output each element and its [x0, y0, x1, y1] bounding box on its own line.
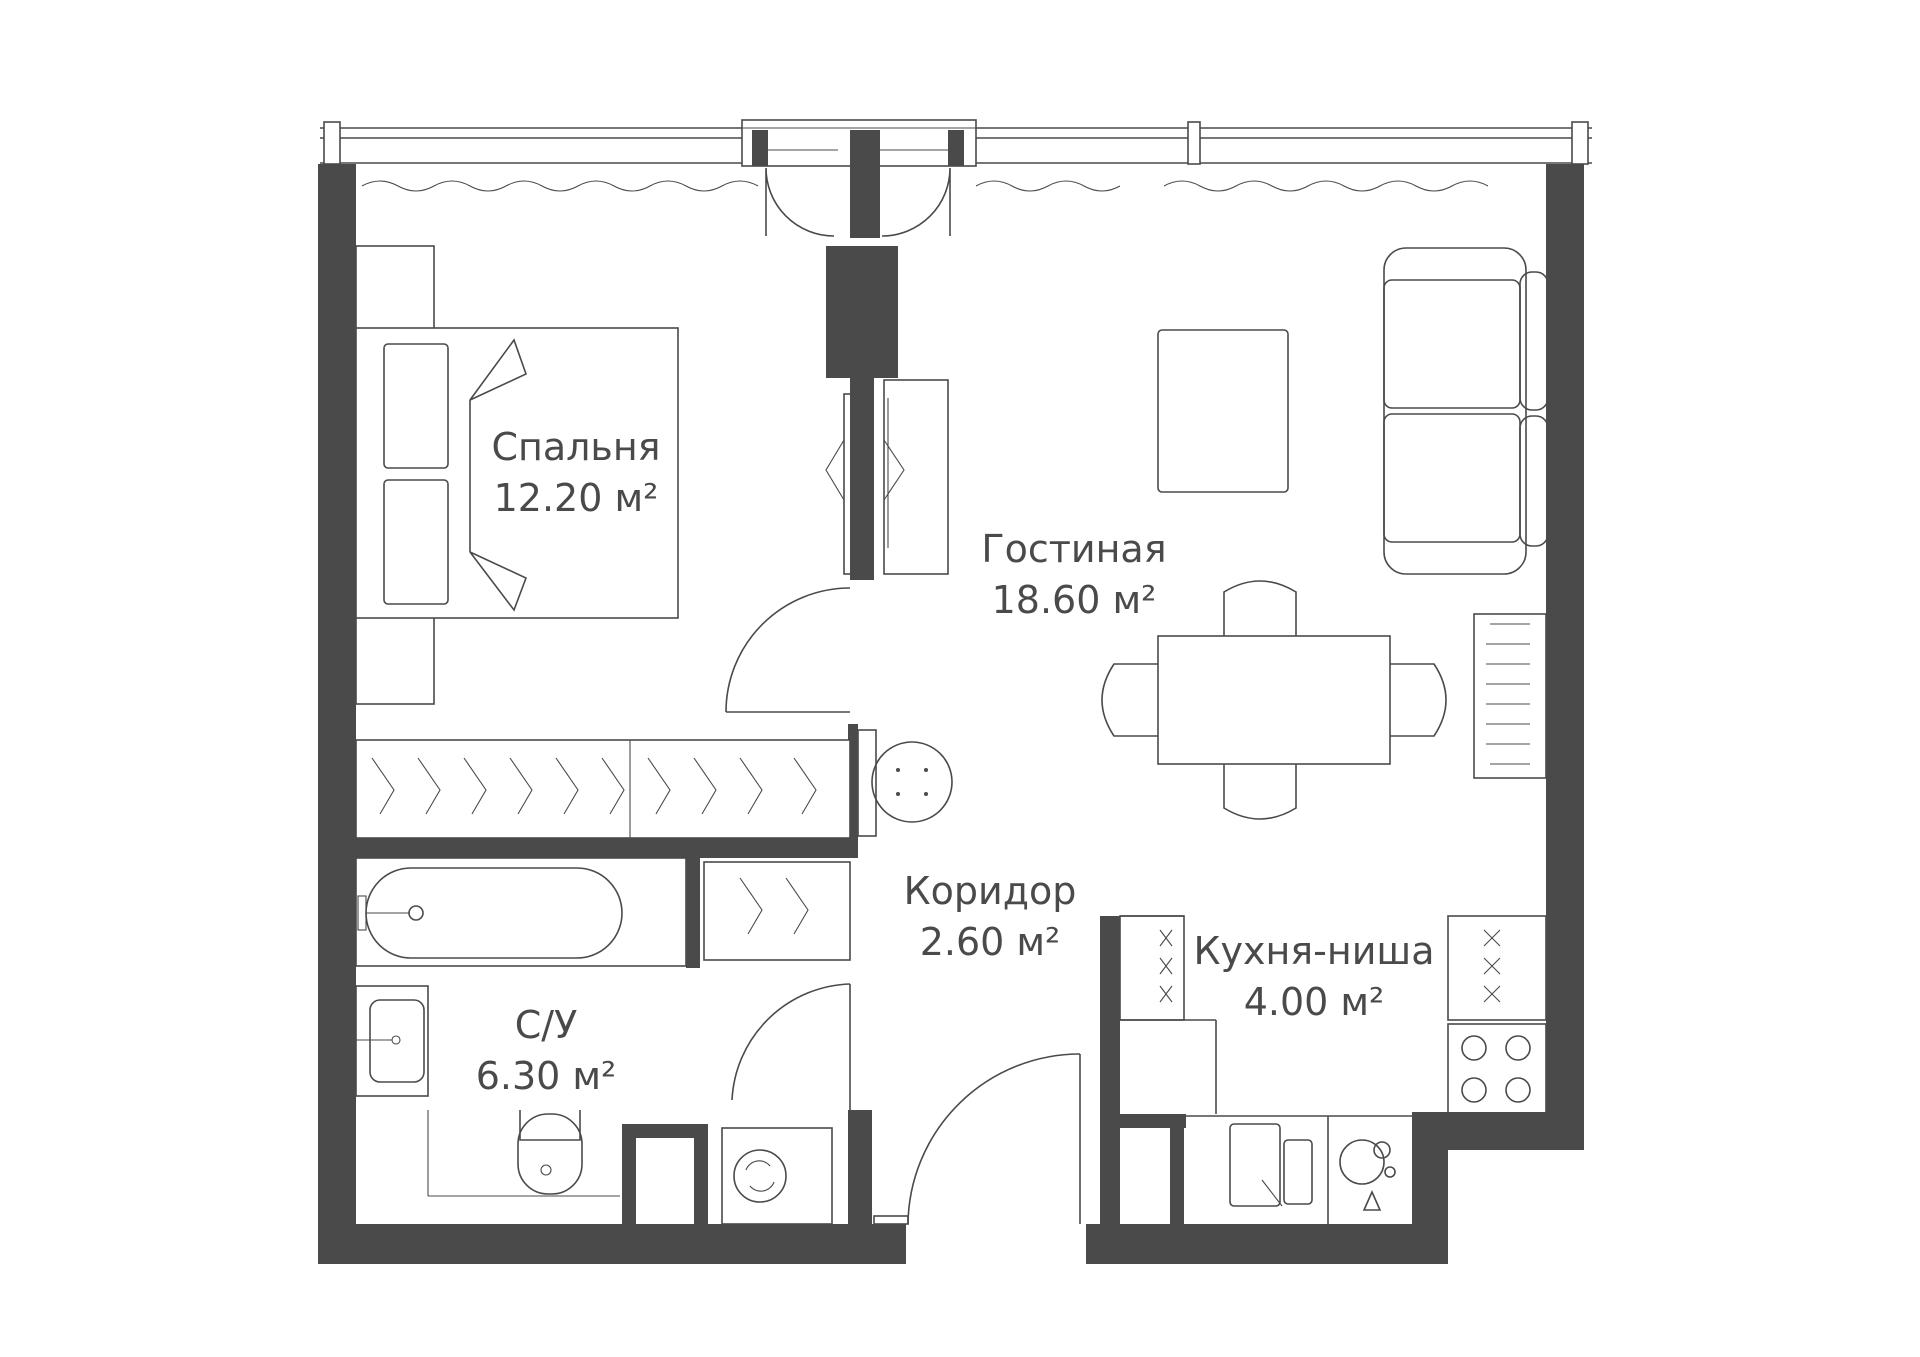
room-label-living: Гостиная 18.60 м² [981, 524, 1166, 627]
room-name: С/У [514, 1003, 578, 1047]
room-label-bathroom: С/У 6.30 м² [476, 1000, 617, 1103]
entrance-door [873, 1053, 1081, 1225]
room-name: Кухня-ниша [1193, 929, 1435, 973]
room-area: 18.60 м² [991, 578, 1157, 623]
room-area: 6.30 м² [475, 1054, 617, 1099]
living-furniture [1101, 247, 1549, 820]
walls [318, 130, 1584, 1264]
room-name: Спальня [491, 425, 661, 469]
curtains [361, 180, 1489, 192]
room-area: 2.60 м² [919, 920, 1061, 965]
bathroom-fixtures [355, 857, 833, 1225]
room-name: Коридор [903, 869, 1077, 913]
kitchen-fixtures [1119, 915, 1547, 1224]
room-label-bedroom: Спальня 12.20 м² [491, 422, 660, 525]
room-area: 12.20 м² [493, 476, 659, 521]
room-label-corridor: Коридор 2.60 м² [904, 866, 1077, 969]
room-area: 4.00 м² [1243, 980, 1385, 1025]
room-label-kitchen: Кухня-ниша 4.00 м² [1194, 926, 1435, 1029]
wardrobe [355, 729, 953, 961]
balcony-doors [765, 167, 951, 237]
bedroom-door [725, 587, 851, 713]
bathroom-door [731, 983, 851, 1110]
bedroom-furniture [355, 245, 949, 705]
room-name: Гостиная [981, 527, 1167, 571]
